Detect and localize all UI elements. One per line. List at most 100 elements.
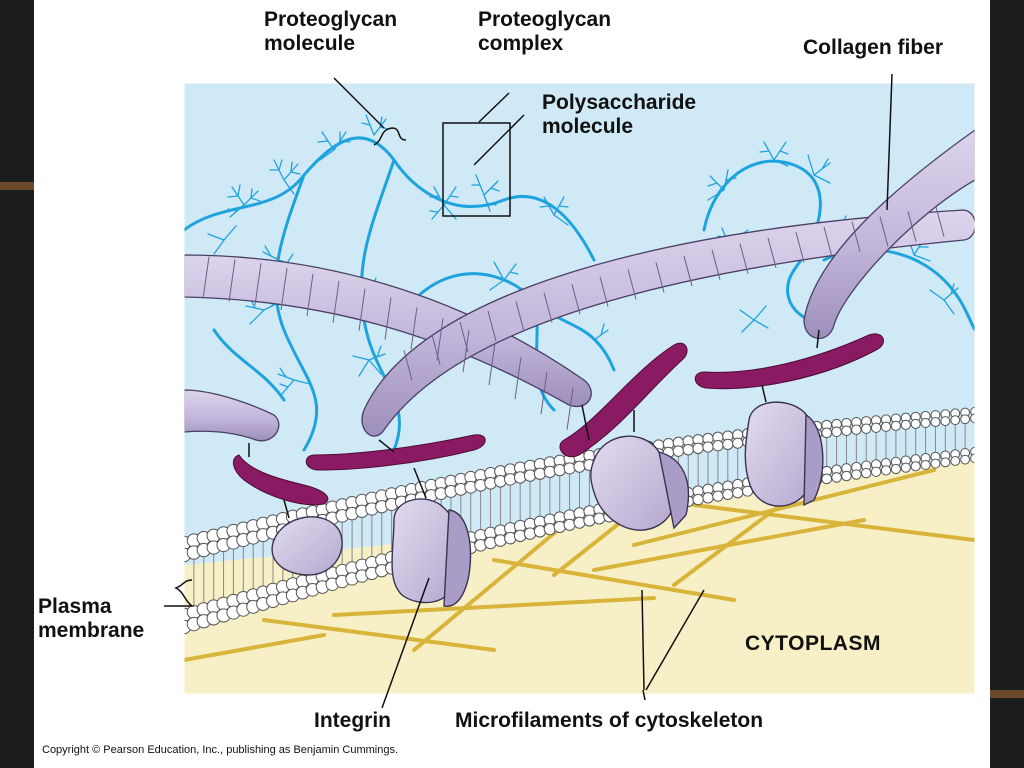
phospholipid-head — [900, 419, 911, 430]
collagen-fiber-2 — [184, 389, 280, 442]
collagen-segment — [514, 356, 522, 400]
label-line: complex — [478, 32, 564, 55]
collagen-segment — [543, 292, 553, 323]
label-integrin: Integrin — [314, 709, 391, 733]
label-line: Plasma — [38, 595, 112, 618]
collagen-segment — [935, 206, 945, 237]
phospholipid-head — [692, 442, 704, 455]
label-line: Proteoglycan — [264, 8, 398, 31]
phospholipid-head — [890, 420, 902, 431]
phospholipid-head — [573, 460, 586, 473]
phospholipid-head — [732, 437, 744, 449]
phospholipid-head — [841, 425, 852, 437]
phospholipid-head — [940, 457, 951, 468]
phospholipid-head — [940, 416, 951, 427]
phospholipid-head — [533, 467, 547, 480]
left-edge-accent — [0, 182, 34, 190]
label-line: membrane — [38, 619, 145, 642]
collagen-segment — [280, 268, 288, 311]
phospholipid-head — [960, 454, 971, 465]
collagen-segment — [540, 371, 548, 415]
phospholipid-head — [712, 440, 724, 452]
phospholipid-head — [672, 445, 685, 457]
phospholipid-head — [722, 488, 734, 501]
phospholipid-head — [880, 465, 892, 476]
connector-lines — [248, 329, 820, 519]
phospholipid-head — [533, 525, 547, 538]
collagen-segment — [358, 288, 366, 331]
label-line: Integrin — [314, 709, 391, 732]
phospholipid-head — [910, 461, 921, 472]
phospholipid-head — [563, 462, 576, 475]
label-line: molecule — [264, 32, 356, 55]
phospholipid-head — [692, 493, 704, 506]
integrin-proteins — [271, 401, 824, 607]
label-plasma-membrane: Plasma membrane — [38, 595, 144, 643]
phospholipid-head — [870, 422, 882, 433]
collagen-segment — [566, 387, 574, 431]
collagen-segment — [823, 226, 833, 258]
label-line: Collagen fiber — [803, 36, 944, 59]
phospholipid-head — [831, 426, 842, 438]
label-proteoglycan-complex: Proteoglycan complex — [478, 8, 611, 56]
collagen-segment — [767, 237, 777, 269]
phospholipid-head — [682, 443, 694, 456]
label-polysaccharide-molecule: Polysaccharide molecule — [542, 91, 696, 139]
phospholipid-head — [702, 492, 714, 504]
phospholipid-head — [900, 462, 911, 473]
collagen-segment — [599, 276, 609, 307]
phospholipid-head — [543, 522, 556, 536]
ecm-diagram — [164, 73, 976, 709]
collagen-segment — [384, 297, 392, 340]
phospholipid-head — [831, 472, 842, 483]
phospholipid-head — [960, 414, 971, 425]
phospholipid-head — [930, 417, 941, 428]
collagen-segment — [410, 307, 418, 350]
phospholipid-head — [553, 464, 566, 477]
slide: Proteoglycan molecule Proteoglycan compl… — [34, 0, 990, 768]
phospholipid-head — [890, 463, 902, 475]
label-microfilaments: Microfilaments of cytoskeleton — [455, 709, 763, 733]
phospholipid-head — [861, 423, 872, 434]
label-line: CYTOPLASM — [745, 632, 881, 655]
phospholipid-head — [851, 424, 862, 435]
label-line: Proteoglycan — [478, 8, 612, 31]
collagen-segment — [683, 255, 693, 287]
phospholipid-head — [821, 473, 833, 485]
collagen-segment — [627, 269, 637, 300]
collagen-segment — [739, 243, 749, 274]
collagen-segment — [436, 318, 444, 361]
collagen-segment — [907, 211, 917, 242]
phospholipid-head — [910, 418, 921, 429]
phospholipid-head — [563, 518, 576, 531]
collagen-segment — [487, 310, 497, 342]
phospholipid-head — [712, 490, 724, 502]
label-line: Microfilaments of cytoskeleton — [455, 709, 764, 732]
microfilaments — [184, 468, 975, 662]
phospholipid-head — [821, 427, 833, 439]
phospholipid-head — [543, 465, 556, 479]
label-collagen-fiber: Collagen fiber — [803, 36, 943, 60]
collagen-segment — [431, 334, 441, 365]
collagen-segment — [462, 330, 470, 373]
collagen-segment — [488, 343, 496, 386]
phospholipid-head — [920, 417, 931, 429]
label-proteoglycan-molecule: Proteoglycan molecule — [264, 8, 397, 56]
collagen-segment — [332, 280, 340, 323]
phospholipid-head — [870, 466, 882, 477]
collagen-segment-lines — [202, 206, 945, 431]
phospholipid-head — [880, 421, 892, 432]
phospholipid-head — [722, 438, 734, 451]
label-line: Polysaccharide — [542, 91, 697, 114]
collagen-segment — [851, 221, 861, 252]
phospholipid-head — [920, 459, 931, 471]
phospholipid-head — [573, 516, 586, 529]
leader-lines — [164, 73, 893, 709]
phospholipid-head — [841, 470, 852, 482]
label-cytoplasm: CYTOPLASM — [745, 632, 881, 656]
phospholipid-head — [950, 456, 961, 466]
collagen-segment — [459, 321, 469, 353]
phospholipid-head — [732, 487, 744, 499]
collagen-segment — [879, 216, 889, 247]
fibronectin-molecules — [232, 333, 884, 506]
